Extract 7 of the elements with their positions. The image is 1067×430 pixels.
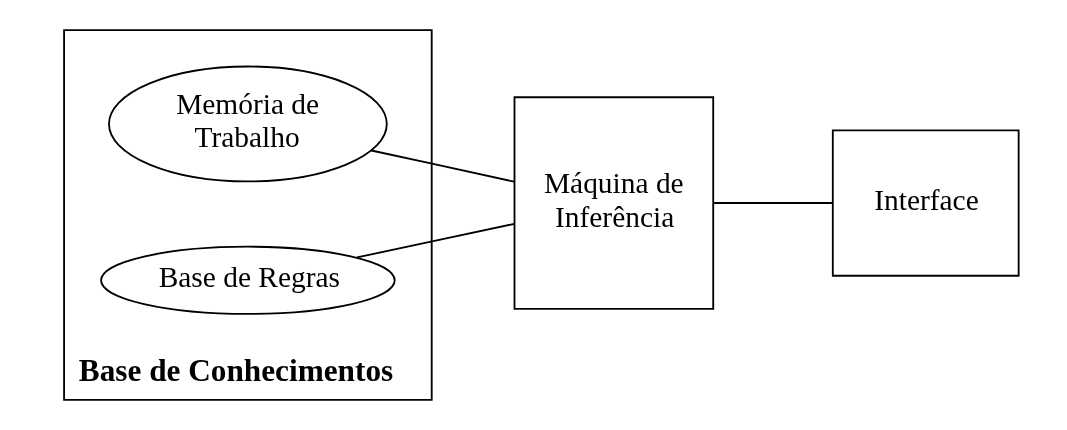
connector: [369, 149, 515, 183]
node-box: Máquina de Inferência: [513, 96, 714, 310]
connector: [712, 202, 834, 204]
connector: [355, 222, 515, 259]
node-ellipse: Memória de Trabalho: [107, 65, 388, 183]
node-box: Interface: [831, 129, 1020, 277]
node-ellipse: Base de Regras: [99, 245, 396, 315]
